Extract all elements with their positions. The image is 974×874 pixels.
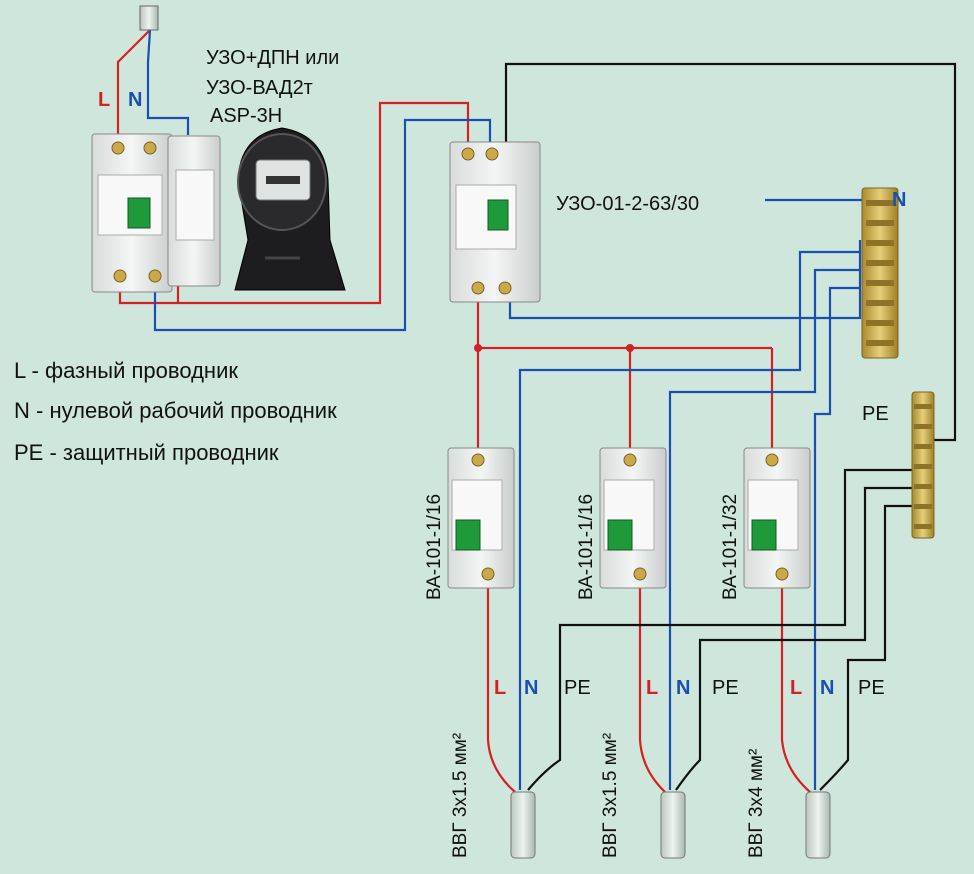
breaker-3 xyxy=(743,447,811,589)
pe-wire-2 xyxy=(675,486,915,791)
pe-bus-label: PE xyxy=(862,403,889,425)
wire-pe-label-2: PE xyxy=(712,677,739,699)
wire-pe-label-1: PE xyxy=(564,677,591,699)
legend-neutral: N - нулевой рабочий проводник xyxy=(14,398,337,423)
phase-out-2 xyxy=(638,585,666,793)
input-rcd-device xyxy=(91,133,221,293)
cable-label-2: ВВГ 3х1.5 мм² xyxy=(600,733,621,858)
main-rcd-device xyxy=(449,141,541,303)
wire-n-label-3: N xyxy=(820,677,834,699)
cable-label-1: ВВГ 3х1.5 мм² xyxy=(450,733,471,858)
input-n-label: N xyxy=(128,89,142,111)
neutral-wire-1 xyxy=(518,250,860,790)
switch-green-icon xyxy=(487,199,509,231)
switch-green-icon xyxy=(127,197,151,229)
device-label-line1: УЗО+ДПН или xyxy=(206,47,339,69)
electricity-meter-icon xyxy=(234,127,346,291)
pe-bus-icon xyxy=(911,391,935,539)
neutral-bus-icon xyxy=(861,187,899,359)
switch-green-icon xyxy=(607,519,633,551)
pe-wire-3 xyxy=(819,504,915,791)
wire-l-label-2: L xyxy=(646,677,658,699)
device-label-line3: ASP-3H xyxy=(210,105,282,127)
switch-green-icon xyxy=(455,519,481,551)
wire-pe-label-3: PE xyxy=(858,677,885,699)
cable-end-icon xyxy=(805,791,831,859)
input-neutral-wire xyxy=(146,29,190,135)
cable-label-3: ВВГ 3х4 мм² xyxy=(746,749,767,858)
breaker-label-3: ВА-101-1/32 xyxy=(720,494,741,600)
input-phase-wire xyxy=(116,29,151,135)
breaker-label-1: ВА-101-1/16 xyxy=(424,494,445,600)
switch-green-icon xyxy=(751,519,777,551)
neutral-wire-3 xyxy=(813,286,860,790)
n-bus-label: N xyxy=(892,189,906,211)
device-label-line2: УЗО-ВАД2т xyxy=(206,77,313,99)
pe-wire-main xyxy=(504,62,957,442)
neutral-wire-2 xyxy=(668,268,860,790)
wire-l-label-1: L xyxy=(494,677,506,699)
breaker-2 xyxy=(599,447,667,589)
phase-out-1 xyxy=(486,585,516,793)
input-l-label: L xyxy=(98,89,110,111)
breaker-label-2: ВА-101-1/16 xyxy=(576,494,597,600)
input-cable-icon xyxy=(139,5,159,31)
breaker-1 xyxy=(447,447,515,589)
cable-end-icon xyxy=(660,791,686,859)
wires xyxy=(116,29,957,793)
rcd-phase-output xyxy=(476,302,774,448)
junction-dot xyxy=(474,344,482,352)
phase-out-3 xyxy=(780,585,811,793)
rcd-neutral-output xyxy=(508,240,862,320)
wire-n-label-1: N xyxy=(524,677,538,699)
neutral-wire-meter xyxy=(153,118,492,332)
legend-phase: L - фазный проводник xyxy=(14,358,238,383)
wire-l-label-3: L xyxy=(790,677,802,699)
wire-n-label-2: N xyxy=(676,677,690,699)
legend-pe: PE - защитный проводник xyxy=(14,440,279,465)
cable-end-icon xyxy=(510,791,536,859)
junction-dot xyxy=(626,344,634,352)
rcd-label: УЗО-01-2-63/30 xyxy=(556,193,699,215)
pe-wire-1 xyxy=(527,468,915,791)
